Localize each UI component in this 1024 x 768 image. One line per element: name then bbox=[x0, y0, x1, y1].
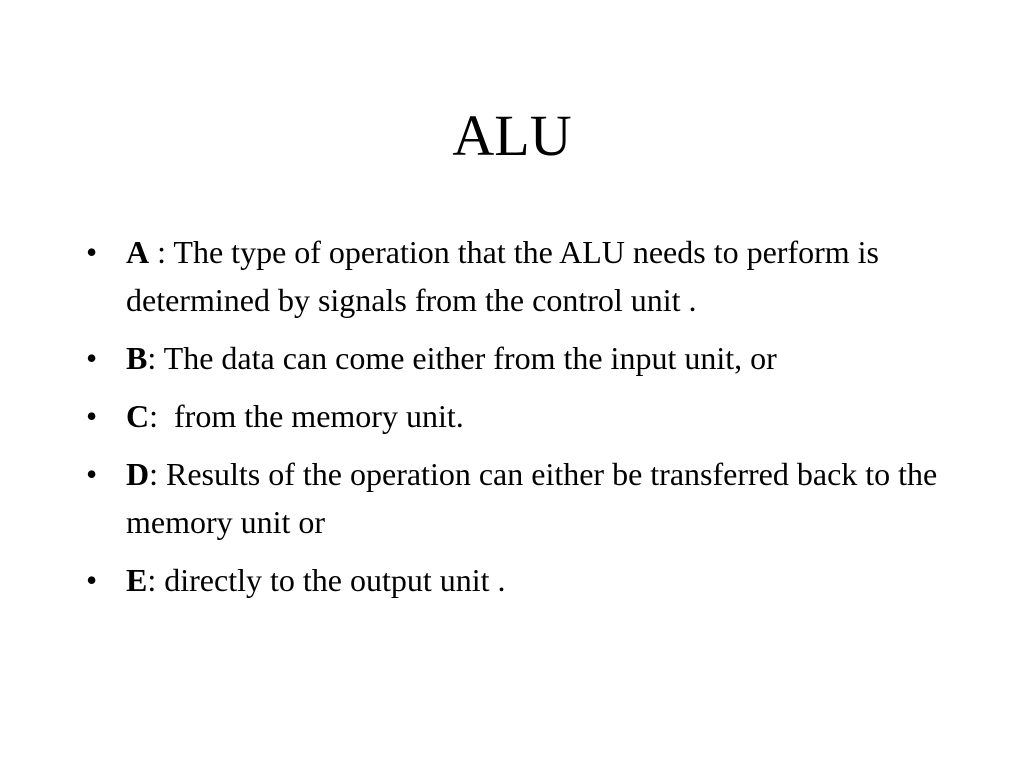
bullet-letter: D bbox=[126, 456, 150, 492]
bullet-dot-icon: • bbox=[86, 562, 98, 598]
bullet-letter: A bbox=[126, 234, 150, 270]
slide-title: ALU bbox=[452, 103, 572, 168]
bullet-dot-icon: • bbox=[86, 398, 98, 434]
bullet-text: : directly to the output unit . bbox=[147, 562, 506, 598]
bullet-letter: E bbox=[126, 562, 148, 598]
bullet-text: : Results of the operation can either be… bbox=[126, 456, 938, 540]
bullet-list: • A : The type of operation that the ALU … bbox=[86, 228, 956, 614]
bullet-dot-icon: • bbox=[86, 340, 98, 376]
bullet-letter: B bbox=[126, 340, 148, 376]
bullet-text: : The type of operation that the ALU nee… bbox=[126, 234, 879, 318]
bullet-dot-icon: • bbox=[86, 456, 98, 492]
bullet-text: : from the memory unit. bbox=[149, 398, 464, 434]
bullet-item-c: • C: from the memory unit. bbox=[86, 392, 956, 440]
bullet-item-d: • D: Results of the operation can either … bbox=[86, 450, 956, 546]
bullet-item-a: • A : The type of operation that the ALU … bbox=[86, 228, 956, 324]
bullet-dot-icon: • bbox=[86, 234, 98, 270]
bullet-letter: C bbox=[126, 398, 150, 434]
bullet-item-b: • B: The data can come either from the in… bbox=[86, 334, 956, 382]
bullet-text: : The data can come either from the inpu… bbox=[147, 340, 777, 376]
bullet-item-e: • E: directly to the output unit . bbox=[86, 556, 956, 604]
